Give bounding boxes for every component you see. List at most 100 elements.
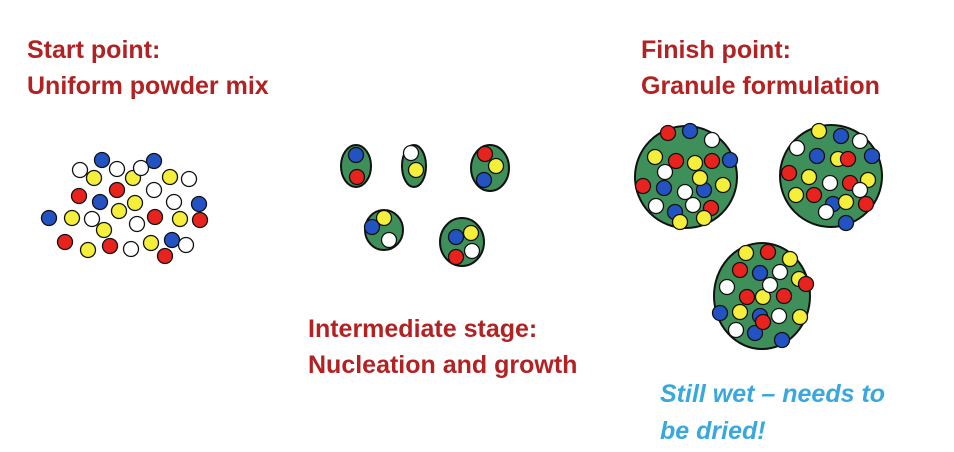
blue-particle	[751, 264, 769, 282]
start-point-subtitle: Uniform powder mix	[27, 72, 269, 100]
red-particle	[146, 208, 164, 226]
blue-particle	[40, 209, 58, 227]
white-particle	[851, 132, 869, 150]
yellow-particle	[731, 303, 749, 321]
white-particle	[71, 161, 89, 179]
yellow-particle	[142, 234, 160, 252]
yellow-particle	[407, 161, 425, 179]
red-particle	[797, 275, 815, 293]
yellow-particle	[714, 176, 732, 194]
yellow-particle	[95, 221, 113, 239]
uniform-powder-mix	[40, 151, 209, 265]
red-particle	[348, 168, 366, 186]
still-wet-note: Still wet – needs to be dried!	[660, 376, 885, 450]
yellow-particle	[375, 209, 393, 227]
blue-particle	[93, 151, 111, 169]
white-particle	[83, 210, 101, 228]
white-particle	[817, 203, 835, 221]
yellow-particle	[800, 168, 818, 186]
still-wet-note-line2: be dried!	[660, 417, 766, 445]
white-particle	[727, 321, 745, 339]
yellow-particle	[754, 288, 772, 306]
start-point-title: Start point:	[27, 36, 161, 64]
red-particle	[839, 150, 857, 168]
red-particle	[447, 248, 465, 266]
white-particle	[180, 170, 198, 188]
yellow-particle	[63, 209, 81, 227]
red-particle	[634, 177, 652, 195]
red-particle	[775, 287, 793, 305]
yellow-particle	[126, 194, 144, 212]
red-particle	[667, 152, 685, 170]
yellow-particle	[85, 169, 103, 187]
white-particle	[770, 307, 788, 325]
white-particle	[821, 174, 839, 192]
nucleus-5	[439, 217, 485, 267]
nucleus-4	[363, 209, 404, 251]
intermediate-stage-label: Intermediate stage: Nucleation and growt…	[308, 311, 577, 383]
yellow-particle	[781, 250, 799, 268]
red-particle	[70, 187, 88, 205]
white-particle	[656, 163, 674, 181]
yellow-particle	[171, 210, 189, 228]
red-particle	[659, 124, 677, 142]
red-particle	[759, 243, 777, 261]
yellow-particle	[791, 308, 809, 326]
blue-particle	[837, 214, 855, 232]
red-particle	[156, 247, 174, 265]
blue-particle	[808, 147, 826, 165]
blue-particle	[347, 146, 365, 164]
red-particle	[191, 211, 209, 229]
white-particle	[647, 197, 665, 215]
intermediate-stage-title: Intermediate stage:	[308, 315, 538, 343]
yellow-particle	[110, 202, 128, 220]
nucleus-3	[470, 144, 510, 192]
white-particle	[122, 240, 140, 258]
yellow-particle	[787, 186, 805, 204]
blue-particle	[711, 304, 729, 322]
white-particle	[771, 263, 789, 281]
red-particle	[476, 145, 494, 163]
red-particle	[738, 288, 756, 306]
white-particle	[132, 159, 150, 177]
yellow-particle	[695, 209, 713, 227]
white-particle	[145, 181, 163, 199]
yellow-particle	[737, 244, 755, 262]
blue-particle	[91, 193, 109, 211]
yellow-particle	[810, 122, 828, 140]
blue-particle	[145, 152, 163, 170]
yellow-particle	[161, 168, 179, 186]
still-wet-note-line1: Still wet – needs to	[660, 380, 886, 408]
final-granules	[634, 122, 883, 350]
white-particle	[108, 160, 126, 178]
blue-particle	[681, 122, 699, 140]
yellow-particle	[837, 193, 855, 211]
white-particle	[676, 183, 694, 201]
finish-point-label: Finish point: Granule formulation	[641, 32, 880, 104]
blue-particle	[163, 231, 181, 249]
white-particle	[128, 215, 146, 233]
granule-3	[711, 242, 815, 350]
finish-point-title: Finish point:	[641, 36, 791, 64]
yellow-particle	[686, 154, 704, 172]
start-point-label: Start point: Uniform powder mix	[27, 32, 269, 104]
white-particle	[177, 236, 195, 254]
finish-point-subtitle: Granule formulation	[641, 72, 880, 100]
granule-1	[634, 122, 739, 231]
blue-particle	[863, 147, 881, 165]
blue-particle	[447, 228, 465, 246]
white-particle	[718, 278, 736, 296]
red-particle	[754, 313, 772, 331]
yellow-particle	[79, 241, 97, 259]
granule-2	[779, 122, 883, 232]
blue-particle	[190, 195, 208, 213]
nucleation-granules	[340, 144, 510, 267]
nucleus-2	[401, 144, 427, 188]
yellow-particle	[646, 148, 664, 166]
blue-particle	[475, 171, 493, 189]
white-particle	[165, 193, 183, 211]
nucleus-1	[340, 144, 372, 188]
red-particle	[780, 164, 798, 182]
yellow-particle	[462, 224, 480, 242]
